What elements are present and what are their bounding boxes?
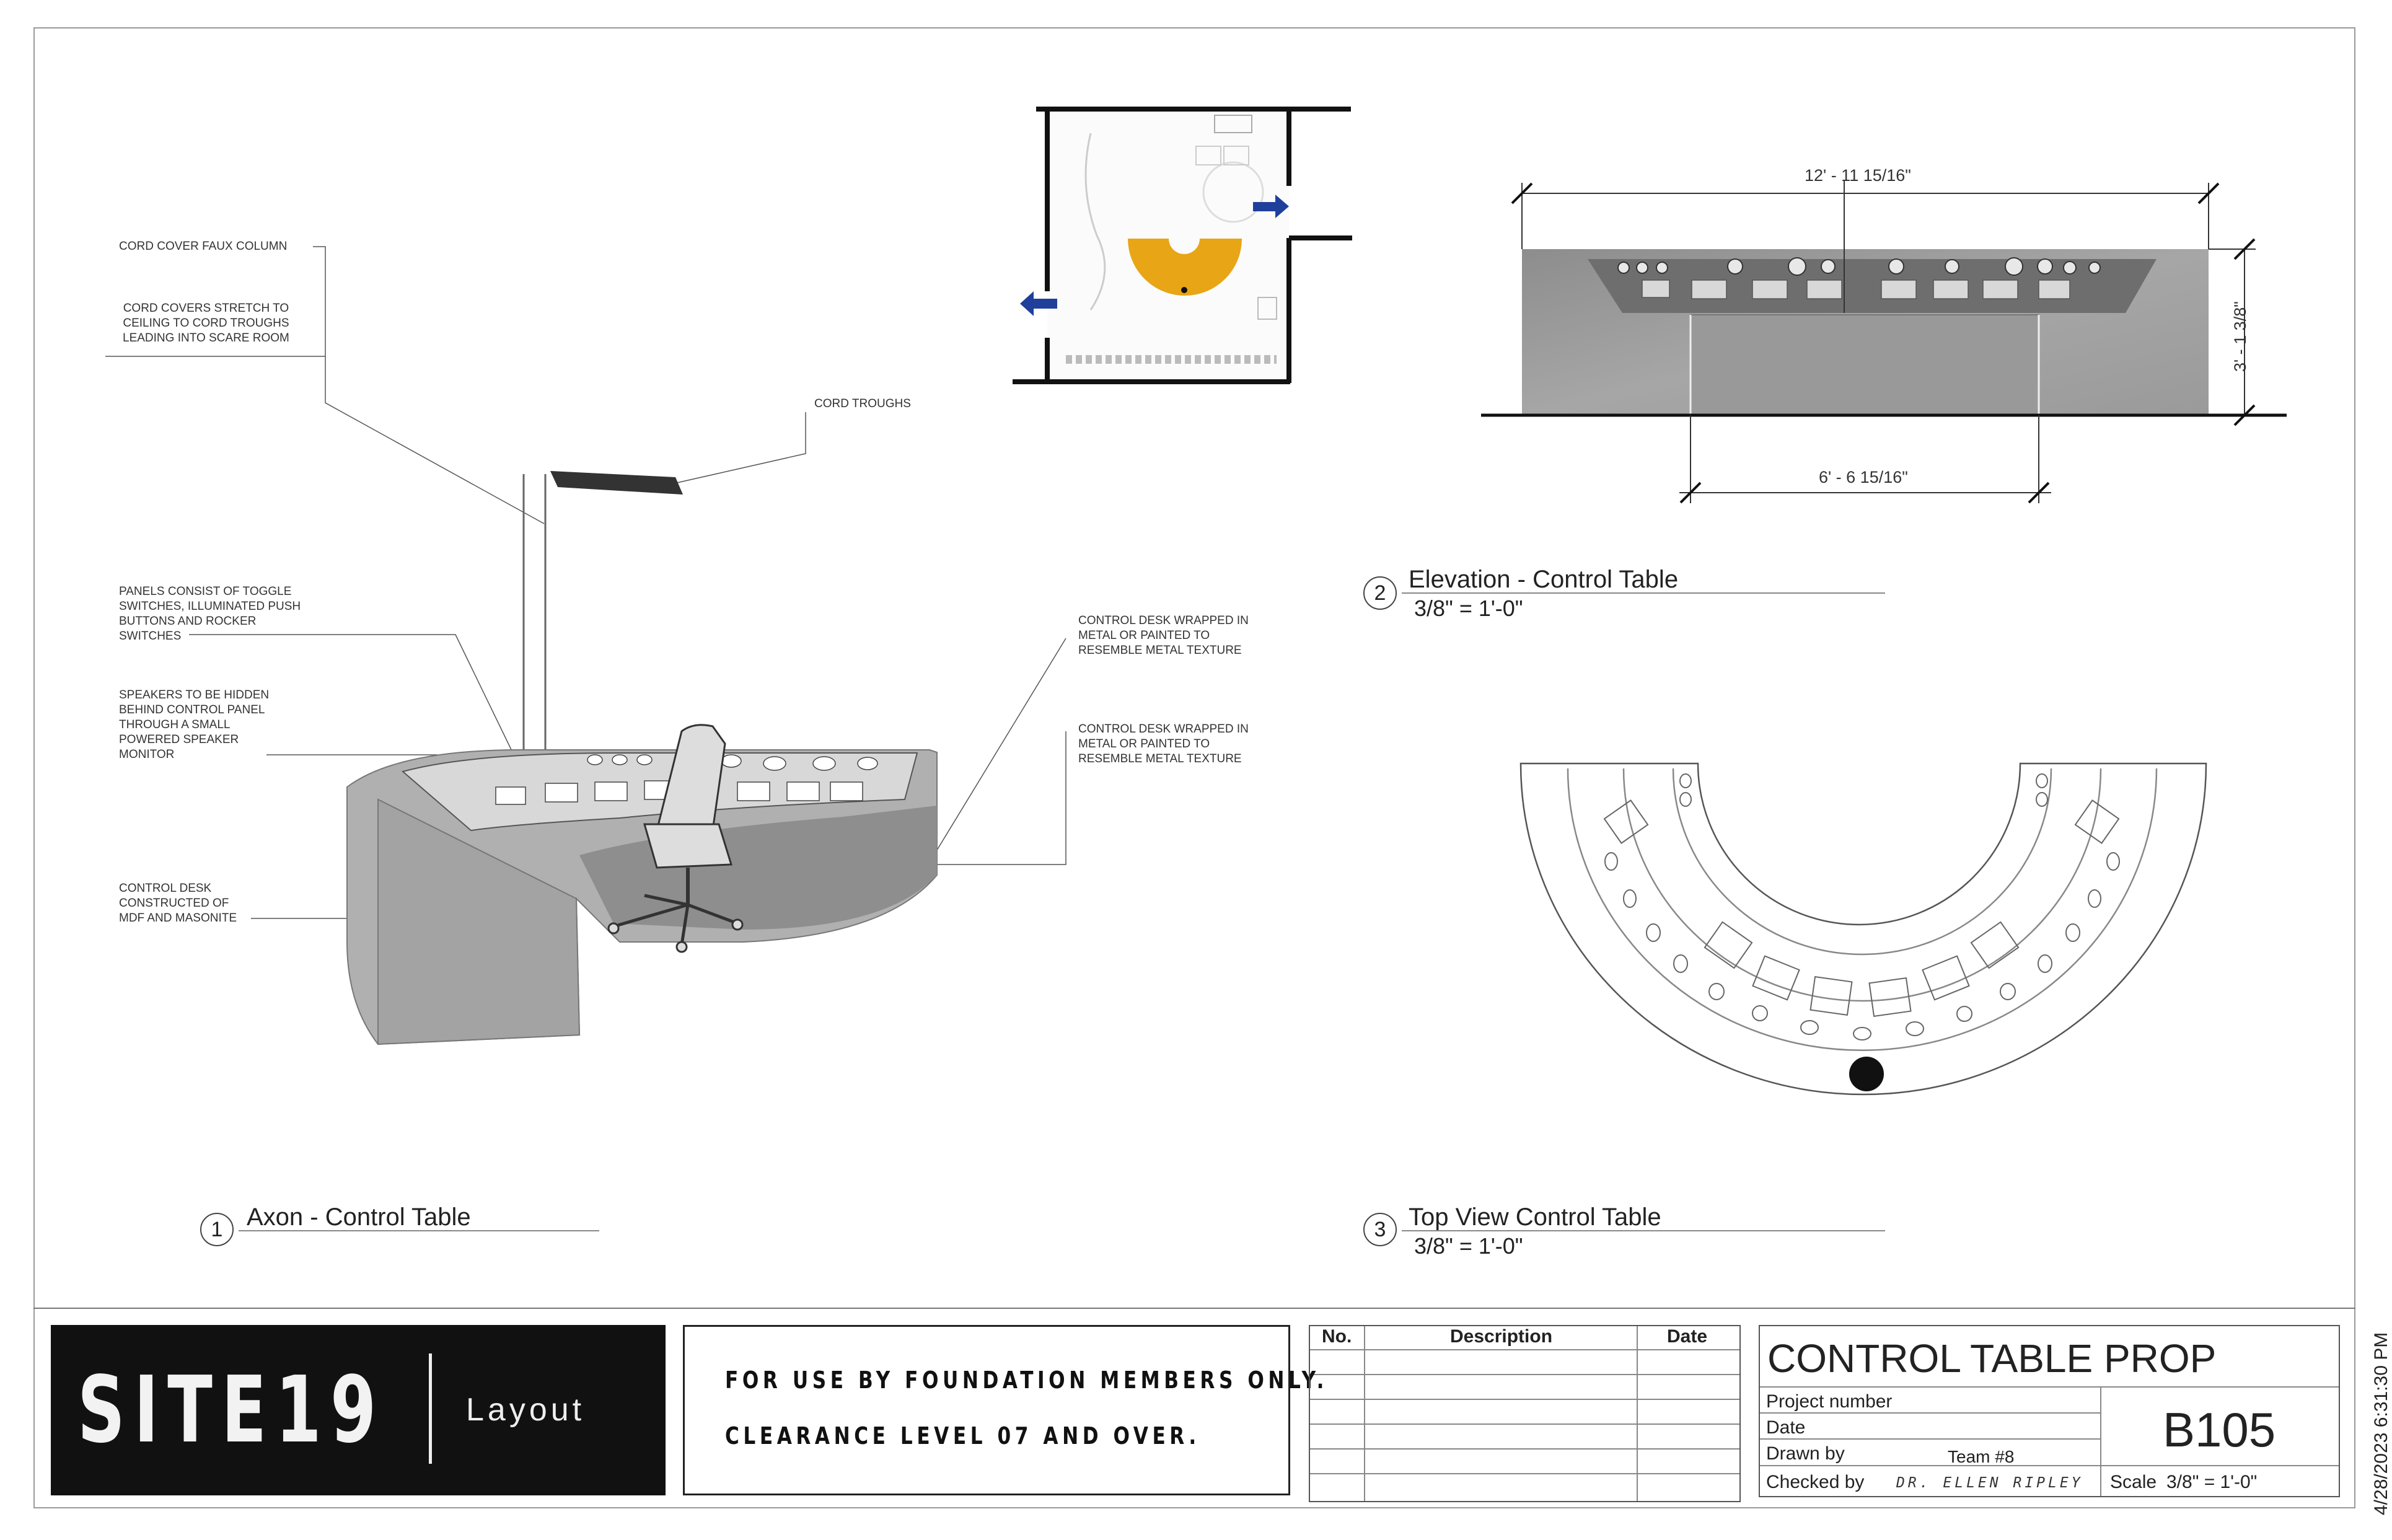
view-title-elevation: Elevation - Control Table: [1409, 566, 1679, 593]
rev-header-description: Description: [1450, 1326, 1553, 1347]
checked-by-signature: DR. ELLEN RIPLEY: [1896, 1475, 2083, 1491]
view-title-top: Top View Control Table: [1409, 1203, 1661, 1231]
revision-table-lines: [1309, 1325, 1741, 1502]
view-scale-top: 3/8" = 1'-0": [1414, 1233, 1523, 1259]
logo-block: [51, 1325, 666, 1495]
office-chair-icon: [607, 724, 744, 953]
project-title: CONTROL TABLE PROP: [1767, 1336, 2217, 1381]
view-number-1: 1: [200, 1213, 234, 1246]
sheet-frame: [33, 27, 2355, 1508]
notice-line-2: CLEARANCE LEVEL 07 AND OVER.: [725, 1422, 1200, 1450]
revision-table: [1309, 1325, 1741, 1502]
rev-header-date: Date: [1667, 1326, 1708, 1347]
note-panels: PANELS CONSIST OF TOGGLE SWITCHES, ILLUM…: [119, 585, 301, 643]
logo-separator: [429, 1353, 432, 1464]
dim-inner-width: 6' - 6 15/16": [1819, 468, 1908, 486]
date-label: Date: [1766, 1417, 1806, 1438]
scale-label: Scale: [2110, 1472, 2157, 1492]
exit-arrow-icon: [1020, 291, 1057, 316]
sheet-number: B105: [2163, 1402, 2276, 1457]
dim-height: 3' - 1 3/8": [2231, 301, 2249, 372]
logo-layout-label: Layout: [466, 1392, 586, 1428]
view-number-3: 3: [1363, 1213, 1397, 1246]
scale-value: 3/8" = 1'-0": [2166, 1472, 2258, 1492]
view-rule-elevation: [1402, 592, 1885, 594]
project-number-label: Project number: [1766, 1391, 1893, 1412]
floor-plan: [1013, 107, 1352, 384]
print-timestamp: 4/28/2023 6:31:30 PM: [2371, 1332, 2391, 1515]
view-number-2: 2: [1363, 576, 1397, 610]
drawn-by-value: Team #8: [1948, 1447, 2015, 1466]
entry-arrow-icon: [1253, 195, 1289, 218]
elevation-drawing: [1481, 180, 2287, 504]
drawn-by-label: Drawn by: [1766, 1443, 1845, 1464]
note-speakers: SPEAKERS TO BE HIDDEN BEHIND CONTROL PAN…: [119, 689, 270, 761]
note-cord-cover-column: CORD COVER FAUX COLUMN: [119, 240, 288, 253]
note-desk-constructed: CONTROL DESK CONSTRUCTED OF MDF AND MASO…: [119, 882, 237, 925]
view-rule-axon: [239, 1230, 599, 1231]
note-desk-wrapped-2: CONTROL DESK WRAPPED IN METAL OR PAINTED…: [1078, 723, 1249, 765]
rev-header-no: No.: [1322, 1326, 1352, 1347]
logo-site19: SITE19: [77, 1357, 385, 1463]
view-scale-elevation: 3/8" = 1'-0": [1414, 596, 1523, 621]
view-title-axon: Axon - Control Table: [247, 1203, 471, 1231]
note-cord-troughs: CORD TROUGHS: [814, 397, 911, 410]
top-view-drawing: [1519, 762, 2207, 1096]
note-desk-wrapped-1: CONTROL DESK WRAPPED IN METAL OR PAINTED…: [1078, 614, 1249, 657]
title-block-divider: [33, 1308, 2355, 1309]
project-info-box: [1759, 1325, 2340, 1497]
axon-drawing: [105, 246, 1066, 1045]
view-rule-top: [1402, 1230, 1885, 1231]
notice-box: [683, 1325, 1290, 1495]
dim-overall-width: 12' - 11 15/16": [1805, 166, 1911, 185]
note-cord-covers-stretch: CORD COVERS STRETCH TO CEILING TO CORD T…: [123, 302, 289, 345]
checked-by-label: Checked by: [1766, 1472, 1865, 1492]
notice-line-1: FOR USE BY FOUNDATION MEMBERS ONLY.: [725, 1366, 1328, 1394]
project-box-lines: [1759, 1386, 2340, 1497]
